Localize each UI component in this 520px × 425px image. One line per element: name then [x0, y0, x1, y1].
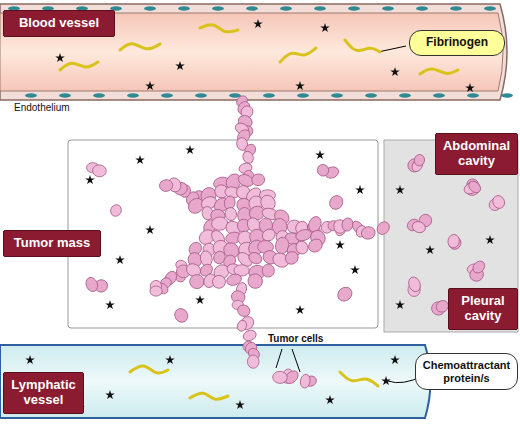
vessel-label: Blood vessel — [3, 10, 115, 37]
node-text: Chemoattractant protein/s — [422, 359, 511, 384]
tissue-panel — [68, 140, 378, 328]
vessel-wall — [0, 4, 507, 100]
leader-line — [378, 46, 406, 52]
node-text: Lymphatic vessel — [10, 378, 77, 408]
leader-line — [276, 349, 300, 372]
cell-label: Tumor cells — [268, 333, 323, 344]
fibrinogen-strands — [60, 25, 458, 400]
node-text: Abdominal cavity — [442, 139, 511, 169]
vessel-label: Lymphatic vessel — [3, 372, 84, 414]
cavity-label: Pleural cavity — [448, 288, 518, 330]
node-text: Blood vessel — [19, 16, 99, 31]
lymphatic-vessel-tube — [0, 345, 431, 418]
tumor-mass-label: Tumor mass — [3, 230, 101, 257]
structure-label: Endothelium — [14, 102, 70, 113]
cavity-label: Abdominal cavity — [435, 133, 518, 175]
node-text: Fibrinogen — [426, 36, 488, 50]
protein-label: Chemoattractant protein/s — [415, 353, 518, 390]
node-text: Tumor mass — [14, 236, 90, 251]
fibrinogen-label: Fibrinogen — [409, 30, 505, 56]
node-text: Pleural cavity — [455, 294, 511, 324]
endothelial-cells — [8, 6, 513, 97]
